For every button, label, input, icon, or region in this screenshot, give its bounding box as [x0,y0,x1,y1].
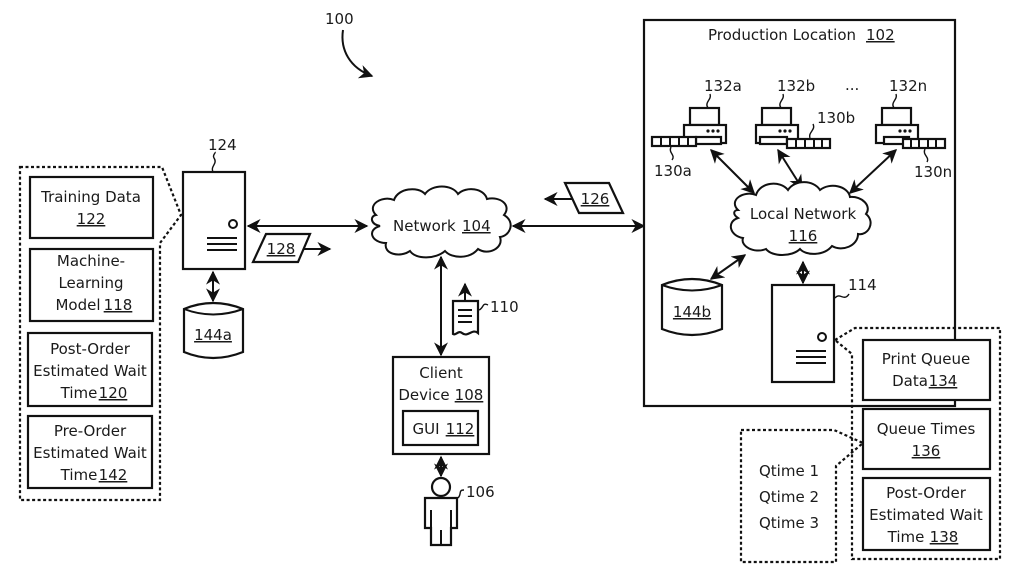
user-icon [430,476,452,498]
svg-text:130n: 130n [914,163,952,181]
svg-text:116: 116 [789,227,818,245]
printer-132n: 132n 130n [874,77,952,181]
svg-text:130a: 130a [654,162,692,180]
document-icon [451,299,480,336]
database-144a: 144a [182,301,245,360]
svg-text:Estimated Wait: Estimated Wait [33,444,147,462]
svg-text:Machine-: Machine- [57,252,125,270]
svg-text:136: 136 [912,442,941,460]
server-124: 124 [181,136,247,271]
svg-text:Pre-Order: Pre-Order [54,422,127,440]
svg-text:128: 128 [267,240,296,258]
svg-text:Queue Times: Queue Times [877,420,976,438]
print-queue-130b: 130b [785,109,855,150]
svg-text:142: 142 [99,466,128,484]
svg-text:Client: Client [419,364,463,382]
qtime-item: Qtime 3 [759,514,819,532]
cloud-icon [729,181,872,256]
svg-text:Model: Model [55,296,100,314]
svg-text:122: 122 [77,210,106,228]
svg-text:120: 120 [99,384,128,402]
queue-times-list-panel: Qtime 1 Qtime 2 Qtime 3 [739,428,866,564]
qtime-item: Qtime 2 [759,488,819,506]
pre-order-wait-time-box: Pre-Order Estimated Wait Time 142 [26,414,154,490]
printer-132a: 132a 130a [650,77,742,180]
printer-ellipsis: ... [845,76,859,94]
document-110: 110 [451,282,519,336]
svg-text:Time: Time [60,466,98,484]
svg-text:112: 112 [446,420,475,438]
network-104: Network 104 [370,185,512,259]
svg-text:104: 104 [462,217,491,235]
svg-text:144b: 144b [673,303,711,321]
svg-text:Post-Order: Post-Order [886,484,967,502]
gui-112: GUI 112 [401,409,480,447]
printer-132b: 132b 130b [754,77,855,150]
figure-reference: 100 [325,10,374,79]
svg-text:Production Location: Production Location [708,26,856,44]
print-queue-130a: 130a [650,135,698,180]
svg-text:Post-Order: Post-Order [50,340,131,358]
message-128: 128 [251,232,332,264]
server-114: 114 [770,276,877,384]
svg-text:144a: 144a [194,326,232,344]
svg-text:132n: 132n [889,77,927,95]
queue-times-callout [739,428,866,564]
svg-text:134: 134 [929,372,958,390]
svg-text:108: 108 [455,386,484,404]
printer-n-link [848,149,898,194]
svg-text:114: 114 [848,276,877,294]
svg-text:Local Network: Local Network [750,205,857,223]
svg-text:GUI: GUI [412,420,439,438]
ml-model-box: Machine- Learning Model 118 [28,247,155,323]
right-panel-callout [833,326,1002,561]
server-124-ref: 124 [208,136,237,154]
svg-text:Device: Device [398,386,449,404]
svg-text:Network: Network [393,217,456,235]
svg-text:102: 102 [866,26,895,44]
svg-text:126: 126 [581,190,610,208]
post-order-wait-time-box: Post-Order Estimated Wait Time 120 [26,331,154,408]
left-data-panel: Training Data 122 Machine- Learning Mode… [18,165,183,502]
queue-times-box: Queue Times 136 [861,407,992,471]
svg-text:Data: Data [892,372,928,390]
localnet-db-link [709,254,747,280]
figure-ref-label: 100 [325,10,354,28]
svg-text:Estimated Wait: Estimated Wait [869,506,983,524]
svg-text:132b: 132b [777,77,815,95]
svg-text:Learning: Learning [58,274,123,292]
cloud-icon [370,185,512,259]
figure-ref-arrow [341,29,374,79]
printer-a-link [710,149,755,194]
client-device-108: Client Device 108 GUI 112 [391,355,491,456]
svg-text:118: 118 [104,296,133,314]
svg-text:138: 138 [930,528,959,546]
printer-b-link [777,148,803,190]
local-network-116: Local Network 116 [729,181,872,256]
database-144b: 144b [660,277,724,337]
svg-text:Time: Time [60,384,98,402]
message-126: 126 [543,181,625,215]
svg-text:106: 106 [466,483,495,501]
qtime-item: Qtime 1 [759,462,819,480]
svg-text:Training Data: Training Data [40,188,141,206]
svg-text:110: 110 [490,298,519,316]
svg-text:Time: Time [887,528,925,546]
user-106: 106 [423,476,495,547]
svg-text:Estimated Wait: Estimated Wait [33,362,147,380]
post-order-wait-time-138-box: Post-Order Estimated Wait Time 138 [861,476,992,552]
svg-text:130b: 130b [817,109,855,127]
print-queue-data-box: Print Queue Data 134 [861,338,992,402]
training-data-box: Training Data 122 [28,175,155,240]
right-data-panel: Print Queue Data 134 Queue Times 136 Pos… [833,326,1002,561]
svg-text:132a: 132a [704,77,742,95]
print-queue-130n: 130n [901,137,952,181]
svg-text:Print Queue: Print Queue [882,350,971,368]
